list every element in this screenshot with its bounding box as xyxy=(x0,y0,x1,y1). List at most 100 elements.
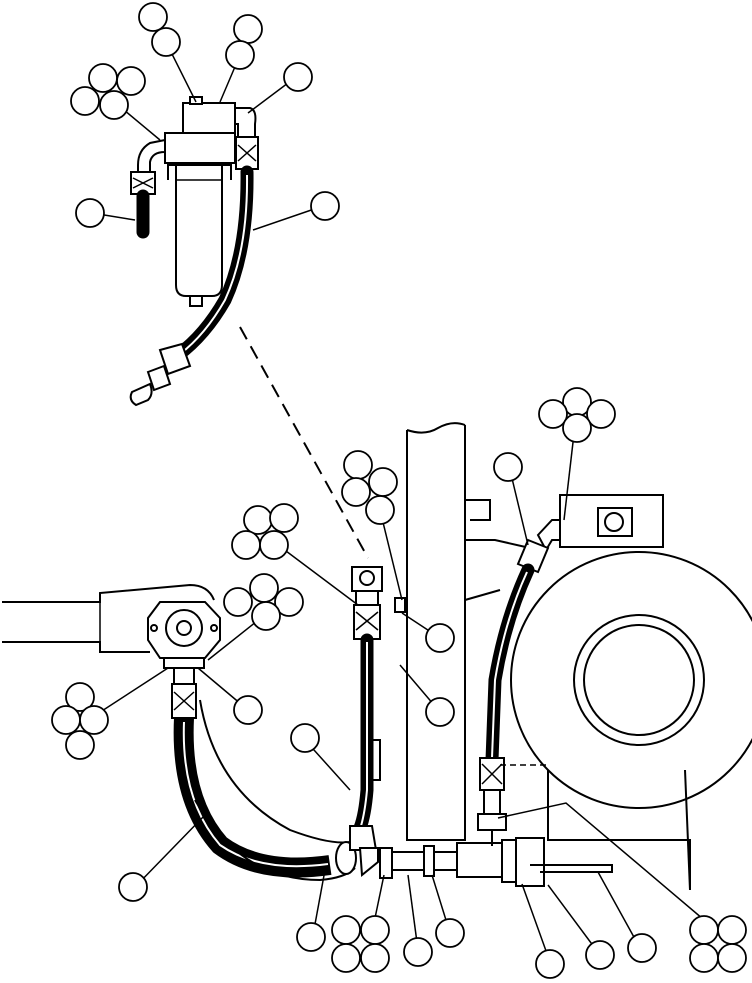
callout-bubble xyxy=(717,943,747,973)
callout-bubble xyxy=(435,918,465,948)
callout-bubble xyxy=(65,730,95,760)
callout-bubble xyxy=(118,872,148,902)
filter-long-hose-highlight xyxy=(179,174,249,355)
motor-hose-highlight xyxy=(491,571,528,759)
frame-tab xyxy=(465,499,491,521)
filter-inlet-elbow xyxy=(137,138,166,173)
motor-hose-nut xyxy=(483,789,501,815)
motor-base-side xyxy=(684,769,691,891)
callout-bubble xyxy=(360,943,390,973)
motor-housing xyxy=(500,494,752,891)
lower-hose-nut xyxy=(146,364,172,392)
suction-hose-sleeve xyxy=(199,699,351,844)
beam-top-edge xyxy=(2,583,215,603)
motor-box-plug xyxy=(604,512,624,532)
callout-bubble xyxy=(75,198,105,228)
callout-bubble xyxy=(243,505,273,535)
frame-bracket-upper xyxy=(465,539,531,549)
frame-hose-nut xyxy=(355,590,379,606)
callout-bubble xyxy=(689,943,719,973)
frame-hose-elbow-port xyxy=(359,570,375,586)
manifold-rod xyxy=(530,864,613,873)
lower-hose-tip xyxy=(129,382,153,407)
callout-bubbles xyxy=(51,2,747,979)
callout-bubble xyxy=(116,66,146,96)
pump-bolt-left xyxy=(150,624,158,632)
pump-bolt-right xyxy=(210,624,218,632)
frame-hose-crimp-mark xyxy=(355,611,379,631)
lower-hose-crimp xyxy=(158,342,192,376)
callout-bubble xyxy=(251,601,281,631)
filter-drain-plug xyxy=(189,295,203,307)
motor-ring-outer xyxy=(573,614,705,746)
leader-line xyxy=(379,509,403,601)
pump-crimp-mark xyxy=(173,691,195,711)
callout-bubble xyxy=(259,530,289,560)
callout-bubble xyxy=(535,949,565,979)
callout-bubble xyxy=(51,705,81,735)
callout-bubble xyxy=(223,587,253,617)
callout-bubble xyxy=(586,399,616,429)
callout-bubble xyxy=(269,503,299,533)
callout-bubble xyxy=(331,915,361,945)
callout-bubble xyxy=(70,86,100,116)
leader-line xyxy=(134,814,206,888)
pump-shaft xyxy=(176,620,192,636)
callout-bubble xyxy=(79,705,109,735)
horizontal-beam xyxy=(2,583,215,653)
frame-hose-crimp-lower xyxy=(349,825,378,851)
frame-bracket-lower xyxy=(464,589,501,601)
callout-bubble xyxy=(231,530,261,560)
manifold-tee xyxy=(423,845,435,877)
frame-hose-assembly xyxy=(349,566,406,851)
manifold-coupler xyxy=(515,837,545,887)
frame-break-line xyxy=(406,422,466,434)
callout-bubble xyxy=(249,573,279,603)
callout-bubble xyxy=(88,63,118,93)
pump-port-fitting xyxy=(173,667,195,685)
leader-line xyxy=(497,802,717,931)
callout-bubble xyxy=(341,477,371,507)
leader-line xyxy=(374,874,385,919)
callout-bubble xyxy=(233,695,263,725)
machine-frame xyxy=(369,422,531,841)
callout-bubble xyxy=(585,940,615,970)
leader-line xyxy=(521,883,551,963)
callout-bubble xyxy=(717,915,747,945)
callout-bubble xyxy=(331,943,361,973)
motor-outer-shell xyxy=(510,551,752,809)
callout-bubble xyxy=(296,922,326,952)
callout-bubble xyxy=(283,62,313,92)
callout-bubble xyxy=(290,723,320,753)
manifold-flange-left xyxy=(379,847,393,879)
filter-outlet-elbow xyxy=(234,107,257,138)
callout-bubble xyxy=(225,40,255,70)
callout-bubble xyxy=(562,413,592,443)
callout-bubble xyxy=(538,399,568,429)
vertical-frame-channel xyxy=(406,425,466,841)
pump-assembly xyxy=(147,601,221,719)
motor-ring-inner xyxy=(583,624,695,736)
beam-bottom-edge xyxy=(2,641,150,653)
callout-bubble xyxy=(689,915,719,945)
frame-clamp xyxy=(394,597,406,613)
callout-bubble xyxy=(65,682,95,712)
filter-head-body xyxy=(164,132,236,164)
leader-line xyxy=(597,871,641,949)
filter-head xyxy=(182,102,236,134)
bottom-manifold xyxy=(358,837,613,887)
pump-suction-hose xyxy=(173,699,357,882)
reference-dashed-line xyxy=(239,326,369,559)
leader-line xyxy=(277,544,359,606)
callout-bubble xyxy=(368,467,398,497)
callout-bubble xyxy=(138,2,168,32)
callout-bubble xyxy=(151,27,181,57)
callout-bubble xyxy=(365,495,395,525)
callout-bubble xyxy=(425,623,455,653)
callout-bubble xyxy=(310,191,340,221)
callout-bubble xyxy=(274,587,304,617)
leader-line xyxy=(509,469,529,546)
manifold-valve-flange xyxy=(501,839,517,883)
motor-hose-crimp-mark xyxy=(481,763,503,785)
